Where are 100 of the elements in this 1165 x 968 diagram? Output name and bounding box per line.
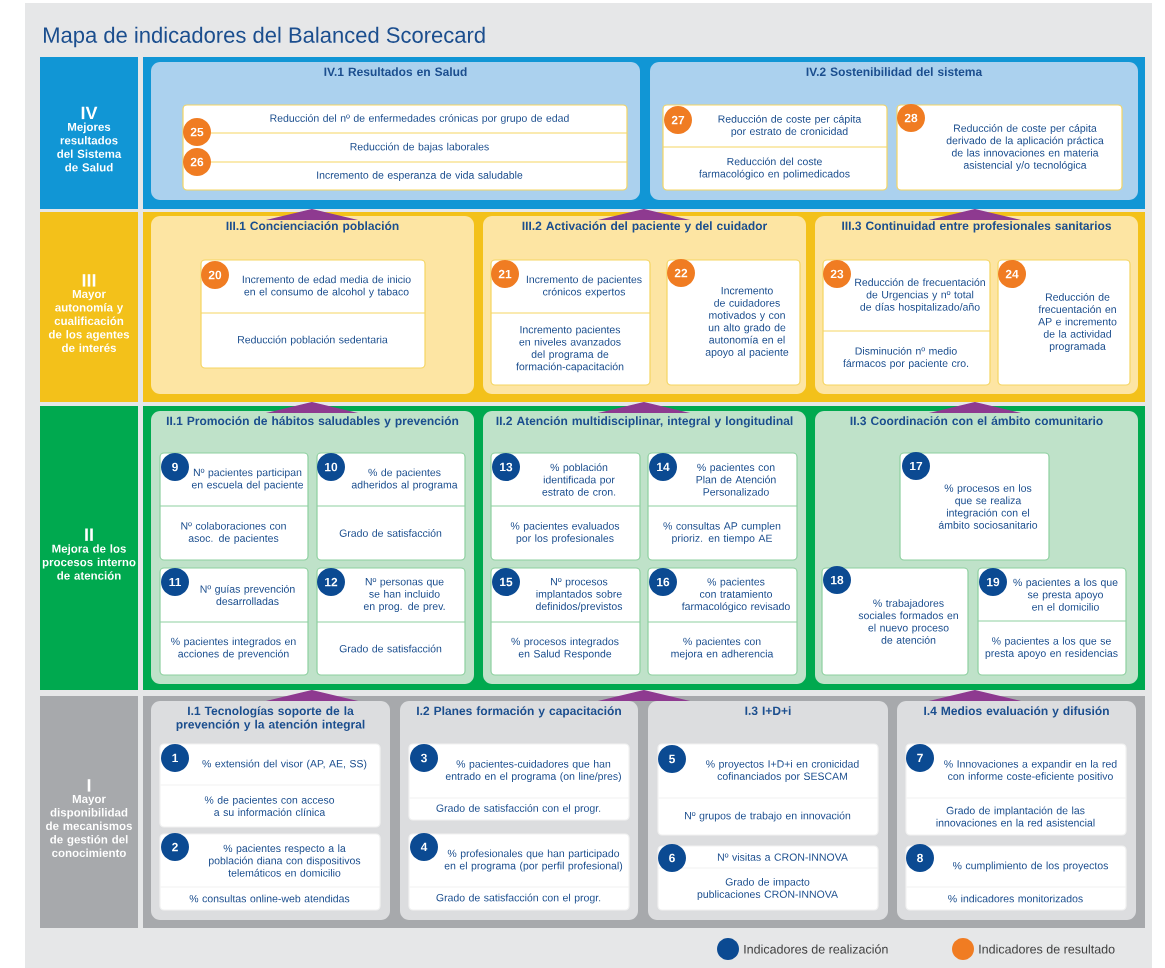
number-badge: 6 xyxy=(658,844,686,872)
indicator-text: Reducción del coste farmacológico en polimedicados xyxy=(699,157,850,180)
indicator-text: % procesos en los que se realiza integración con el ámbito sociosanitario xyxy=(938,484,1038,529)
indicator-text: % indicadores monitorizados xyxy=(948,894,1083,903)
panel-title: I.1 Tecnologías soporte de la prevención y la atención integral xyxy=(176,706,365,732)
indicator-text: Incremento pacientes en niveles avanzados del programa de formación-capacitación xyxy=(516,325,624,373)
number-badge: 19 xyxy=(979,568,1007,596)
number-badge: 13 xyxy=(492,453,520,481)
number-badge: 7 xyxy=(906,744,934,772)
number-badge: 16 xyxy=(649,568,677,596)
indicator-card xyxy=(647,567,798,676)
indicator-card xyxy=(896,104,1123,191)
indicator-text: Reducción población sedentaria xyxy=(238,335,388,346)
indicator-text: % procesos integrados en Salud Responde xyxy=(511,637,619,660)
panel-title: I.4 Medios evaluación y difusión xyxy=(924,706,1109,718)
indicator-text: Grado de implantación de las innovaciones en la red asistencial xyxy=(936,806,1095,827)
indicator-card xyxy=(316,567,466,676)
indicator-text: % proyectos I+D+i en cronicidad cofinanciados por SESCAM xyxy=(706,759,859,783)
indicator-card xyxy=(159,567,309,676)
indicator-text: % pacientes con Plan de Atención Personalizado xyxy=(696,463,776,496)
indicator-text: Grado de satisfacción con el progr. xyxy=(436,804,601,814)
indicator-text: Grado de satisfacción con el progr. xyxy=(436,893,601,904)
panel-title: I.3 I+D+i xyxy=(745,706,791,716)
number-badge: 12 xyxy=(317,568,345,596)
perspective-band xyxy=(40,406,138,690)
indicator-text: % pacientes-cuidadores que han entrado en el programa (on line/pres) xyxy=(445,759,621,783)
number-badge: 28 xyxy=(897,104,925,132)
panel-title: III.1 Concienciación población xyxy=(226,221,399,233)
indicator-card xyxy=(490,259,651,386)
indicator-card xyxy=(657,845,879,911)
indicator-text: % profesionales que han participado en el programa (por perfil profesional) xyxy=(444,849,623,872)
indicator-card xyxy=(821,567,969,676)
indicator-card xyxy=(997,259,1131,386)
roman-numeral: IV xyxy=(81,106,98,120)
indicator-text: % pacientes evaluados por los profesionales xyxy=(510,521,620,545)
indicator-text: Grado de impacto publicaciones CRON-INNOVA xyxy=(697,877,838,901)
indicator-text: % de pacientes con acceso a su información clínica xyxy=(204,796,335,816)
indicator-text: % pacientes a los que se presta apoyo en residencias xyxy=(985,636,1118,660)
roman-numeral: II xyxy=(85,528,93,541)
indicator-text: % pacientes con mejora en adherencia xyxy=(671,637,774,660)
indicator-card xyxy=(899,452,1050,561)
legend-label: Indicadores de resultado xyxy=(979,944,1115,954)
indicator-card xyxy=(316,452,466,561)
panel-title: III.2 Activación del paciente y del cuidador xyxy=(522,221,767,233)
indicator-card xyxy=(822,259,991,386)
indicator-text: Nº guías prevención desarrolladas xyxy=(200,584,295,606)
indicator-text: % pacientes respecto a la población diana con dispositivos telemáticos en domicilio xyxy=(209,844,361,877)
indicator-card xyxy=(159,743,381,828)
indicator-text: Grado de satisfacción xyxy=(339,529,442,537)
indicator-text: Incremento de edad media de inicio en el consumo de alcohol y tabaco xyxy=(242,275,411,298)
indicator-card xyxy=(666,259,801,386)
number-badge: 4 xyxy=(410,833,438,861)
indicator-text: % pacientes integrados en acciones de prevención xyxy=(171,637,296,660)
indicator-card xyxy=(182,104,628,191)
perspective-band xyxy=(40,57,138,209)
indicator-text: Incremento de cuidadores motivados y con un alto grado de autonomía en el apoyo al paciente xyxy=(705,287,789,358)
roman-numeral: I xyxy=(87,779,91,792)
roman-numeral: III xyxy=(82,274,96,287)
indicator-card xyxy=(647,452,798,561)
indicator-card xyxy=(408,833,630,911)
indicator-card xyxy=(200,259,426,369)
number-badge: 8 xyxy=(906,844,934,872)
indicator-text: Nº colaboraciones con asoc. de pacientes xyxy=(181,521,286,545)
number-badge: 15 xyxy=(492,568,520,596)
indicator-card xyxy=(662,104,888,191)
indicator-text: Reducción de coste per cápita derivado de la aplicación práctica de las innovaciones en materia asistencial y/o tecnológica xyxy=(946,124,1104,171)
perspective-band xyxy=(40,212,138,402)
number-badge: 20 xyxy=(201,261,229,289)
number-badge: 23 xyxy=(823,260,851,288)
perspective-band xyxy=(40,696,138,928)
perspective-label: Mayor disponibilidad de mecanismos de gestión del conocimiento xyxy=(46,795,132,857)
indicator-text: Nº grupos de trabajo en innovación xyxy=(685,811,851,822)
number-badge: 25 xyxy=(183,118,211,146)
panel-title: II.3 Coordinación con el ámbito comunitario xyxy=(850,416,1103,426)
number-badge: 22 xyxy=(667,259,695,287)
number-badge: 1 xyxy=(161,744,189,772)
number-badge: 17 xyxy=(902,452,930,480)
indicator-text: Reducción de bajas laborales xyxy=(350,142,489,153)
indicator-text: Grado de satisfacción xyxy=(339,644,442,653)
number-badge: 2 xyxy=(161,833,189,861)
number-badge: 9 xyxy=(161,453,189,481)
indicator-text: Reducción de frecuentación de Urgencias y nº total de días hospitalizado/año xyxy=(855,278,985,313)
perspective-label: Mejores resultados del Sistema de Salud xyxy=(57,122,122,172)
panel-title: II.1 Promoción de hábitos saludables y prevención xyxy=(166,416,459,428)
number-badge: 24 xyxy=(998,260,1026,288)
indicator-text: Incremento de pacientes crónicos expertos xyxy=(526,275,642,298)
indicator-text: % pacientes con tratamiento farmacológico revisado xyxy=(681,577,790,613)
panel-title: II.2 Atención multidisciplinar, integral y longitudinal xyxy=(496,416,793,428)
indicator-text: Disminución nº medio fármacos por paciente cro. xyxy=(843,346,969,370)
indicator-text: Reducción de frecuentación en AP e incremento de la actividad programada xyxy=(1038,292,1117,353)
indicator-card xyxy=(490,567,641,676)
number-badge: 18 xyxy=(823,566,851,594)
number-badge: 5 xyxy=(658,745,686,773)
indicator-text: % pacientes a los que se presta apoyo en el domicilio xyxy=(1013,578,1118,611)
indicator-card xyxy=(977,567,1127,676)
panel-title: III.3 Continuidad entre profesionales sanitarios xyxy=(842,221,1112,233)
indicator-card xyxy=(490,452,641,561)
indicator-text: Nº pacientes participan en escuela del paciente xyxy=(191,468,304,491)
number-badge: 27 xyxy=(664,106,692,134)
title: Mapa de indicadores del Balanced Scorecard xyxy=(44,26,485,48)
